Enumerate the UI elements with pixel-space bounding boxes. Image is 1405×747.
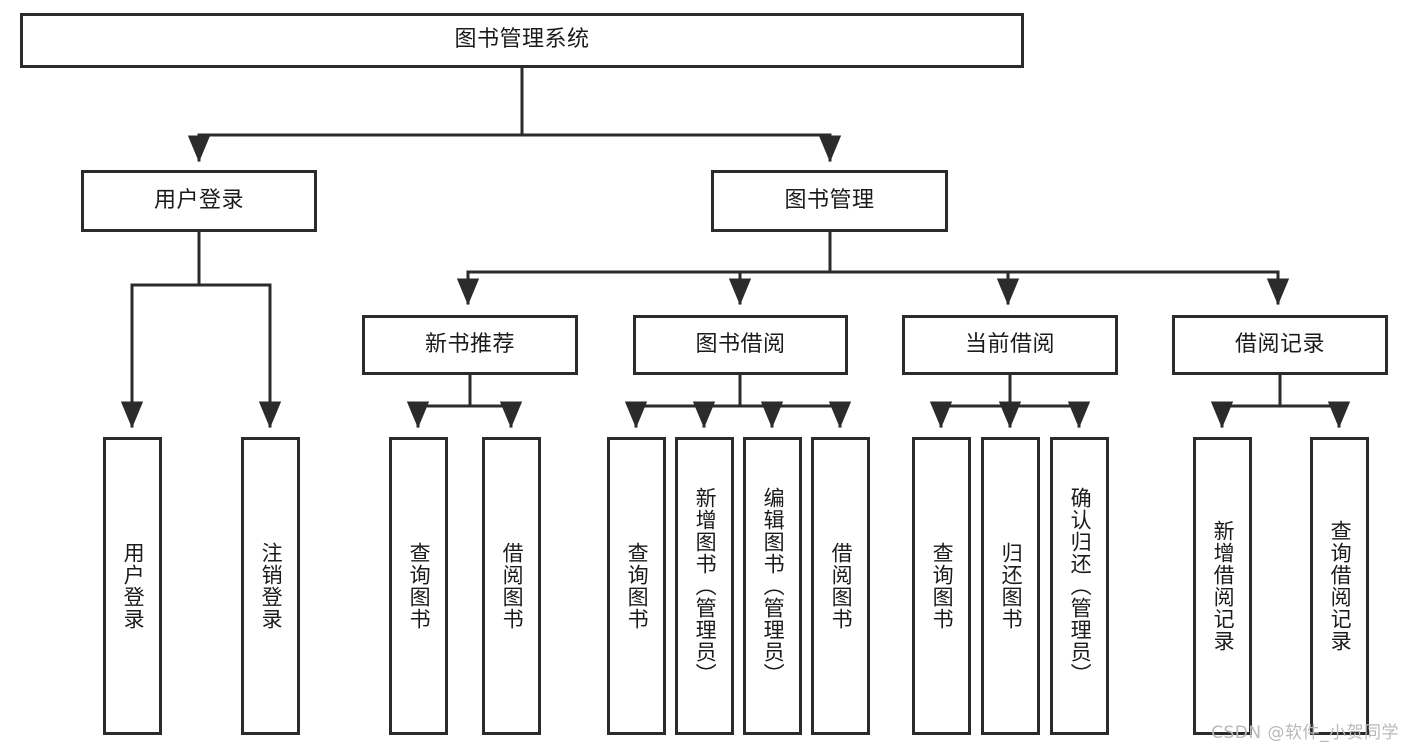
node-book-borrow-label: 图书借阅: [695, 331, 786, 357]
leaf-user-login-signout[interactable]: 注销登录: [241, 437, 300, 735]
node-borrow-record[interactable]: 借阅记录: [1172, 315, 1388, 375]
node-current-borrow-label: 当前借阅: [964, 331, 1055, 357]
leaf-current-borrow-query-label: 查询图书: [930, 542, 955, 630]
leaf-user-login-signout-label: 注销登录: [259, 542, 284, 630]
node-book-borrow[interactable]: 图书借阅: [633, 315, 848, 375]
node-current-borrow[interactable]: 当前借阅: [902, 315, 1118, 375]
leaf-new-book-query[interactable]: 查询图书: [389, 437, 448, 735]
leaf-book-borrow-lend[interactable]: 借阅图书: [811, 437, 870, 735]
leaf-book-borrow-edit[interactable]: 编辑图书（管理员）: [743, 437, 802, 735]
node-user-login-label: 用户登录: [153, 187, 244, 213]
node-root-label: 图书管理系统: [454, 27, 590, 53]
node-root[interactable]: 图书管理系统: [20, 13, 1024, 68]
leaf-user-login-signin[interactable]: 用户登录: [103, 437, 162, 735]
node-new-book-recommend[interactable]: 新书推荐: [362, 315, 578, 375]
node-new-book-recommend-label: 新书推荐: [424, 331, 515, 357]
leaf-borrow-record-query[interactable]: 查询借阅记录: [1310, 437, 1369, 735]
leaf-current-borrow-confirm-label: 确认归还（管理员）: [1068, 487, 1093, 685]
leaf-current-borrow-query[interactable]: 查询图书: [912, 437, 971, 735]
leaf-new-book-borrow-label: 借阅图书: [500, 542, 525, 630]
node-borrow-record-label: 借阅记录: [1234, 331, 1325, 357]
leaf-borrow-record-query-label: 查询借阅记录: [1328, 520, 1353, 652]
leaf-book-borrow-edit-label: 编辑图书（管理员）: [761, 487, 786, 685]
leaf-borrow-record-add-label: 新增借阅记录: [1211, 520, 1236, 652]
leaf-borrow-record-add[interactable]: 新增借阅记录: [1193, 437, 1252, 735]
leaf-book-borrow-query[interactable]: 查询图书: [607, 437, 666, 735]
leaf-current-borrow-confirm[interactable]: 确认归还（管理员）: [1050, 437, 1109, 735]
leaf-current-borrow-return[interactable]: 归还图书: [981, 437, 1040, 735]
leaf-book-borrow-lend-label: 借阅图书: [829, 542, 854, 630]
watermark-text: CSDN @软件_小贺同学: [1211, 723, 1399, 743]
leaf-book-borrow-query-label: 查询图书: [625, 542, 650, 630]
leaf-book-borrow-add-label: 新增图书（管理员）: [693, 487, 718, 685]
leaf-user-login-signin-label: 用户登录: [121, 542, 146, 630]
node-book-management-label: 图书管理: [784, 187, 875, 213]
node-user-login[interactable]: 用户登录: [81, 170, 317, 232]
node-book-management[interactable]: 图书管理: [711, 170, 948, 232]
leaf-new-book-borrow[interactable]: 借阅图书: [482, 437, 541, 735]
leaf-new-book-query-label: 查询图书: [407, 542, 432, 630]
leaf-book-borrow-add[interactable]: 新增图书（管理员）: [675, 437, 734, 735]
leaf-current-borrow-return-label: 归还图书: [999, 542, 1024, 630]
